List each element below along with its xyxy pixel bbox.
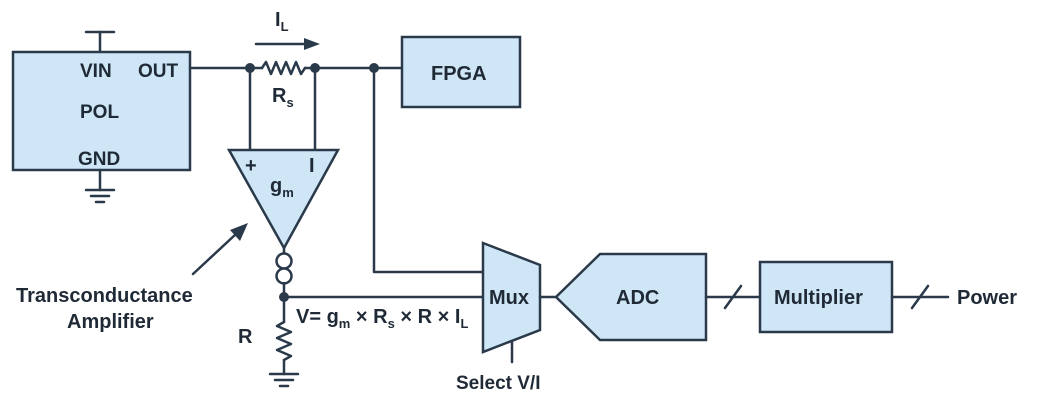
select-label: Select V/I	[456, 373, 541, 394]
load-resistor-r	[275, 320, 293, 362]
pointer-line	[191, 232, 238, 276]
amp-triangle	[226, 148, 341, 251]
power-label: Power	[957, 287, 1017, 309]
pol-ground-icon	[84, 168, 116, 204]
current-arrow: IL	[254, 9, 320, 50]
current-label: IL	[275, 9, 289, 34]
bus-slash-icon	[723, 284, 743, 310]
formula-label: V= gm × Rs × R × IL	[296, 306, 468, 331]
rs-label: Rs	[272, 85, 294, 110]
amp-minus-label: I	[309, 155, 315, 177]
transconductance-amplifier: + I gm	[226, 148, 341, 251]
current-source-icon	[275, 246, 293, 299]
amp-name-line2: Amplifier	[67, 311, 154, 333]
mux-label: Mux	[489, 287, 529, 309]
pol-vin-label: VIN	[80, 61, 112, 82]
pol-out-label: OUT	[138, 61, 179, 82]
amp-gm-label: gm	[270, 175, 294, 200]
pol-box	[11, 50, 192, 172]
pol-block: VIN OUT POL GND	[11, 30, 192, 204]
multiplier-label: Multiplier	[774, 287, 863, 309]
voltage-sense-wire	[372, 66, 486, 274]
mux-block	[481, 241, 542, 354]
sense-resistor-rs	[260, 60, 307, 76]
amp-plus-label: +	[245, 155, 257, 177]
pointer-arrow-icon	[230, 223, 248, 241]
pol-name-label: POL	[80, 102, 119, 123]
r-ground-icon	[268, 358, 300, 388]
bus-slash-icon	[910, 284, 930, 310]
pol-gnd-label: GND	[78, 149, 120, 170]
main-wires	[188, 60, 404, 76]
adc-label: ADC	[616, 287, 659, 309]
arrow-head-icon	[304, 38, 320, 50]
multiplier-box	[758, 260, 894, 334]
fpga-label: FPGA	[431, 63, 487, 85]
resistor-r-label: R	[238, 326, 253, 348]
amp-name-line1: Transconductance	[16, 285, 193, 307]
fpga-box	[400, 35, 522, 109]
